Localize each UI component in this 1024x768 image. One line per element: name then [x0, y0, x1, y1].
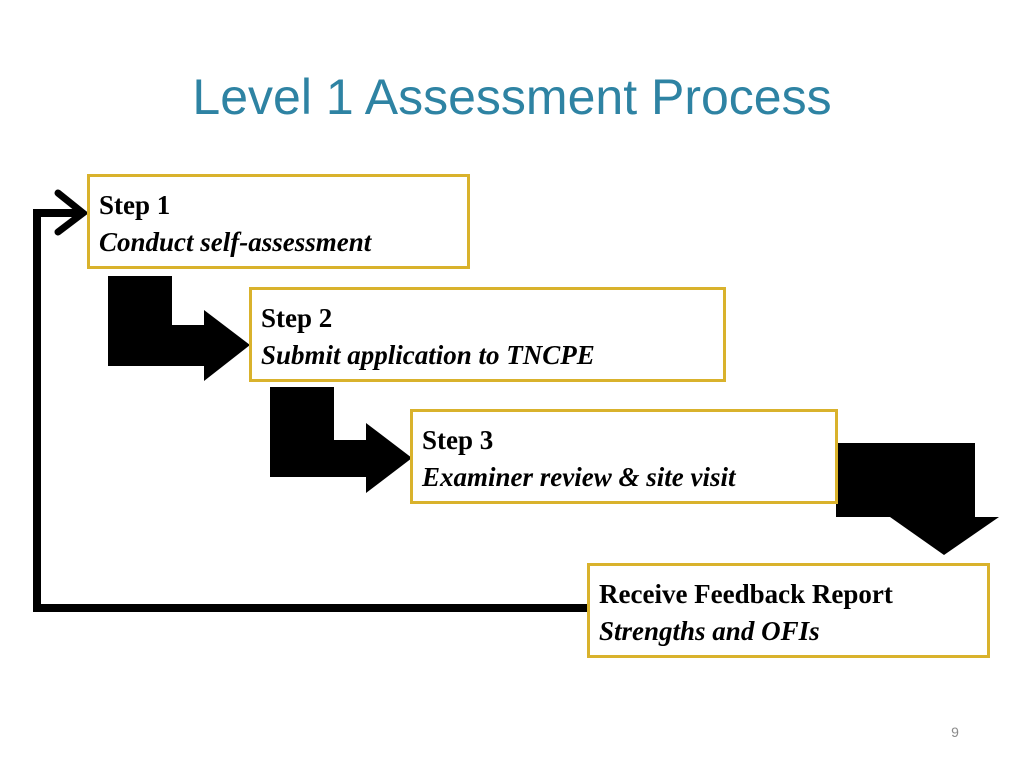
feedback-report-box: Receive Feedback Report Strengths and OF…	[587, 563, 990, 658]
step-3-title: Step 3	[422, 425, 494, 455]
step-2-description: Submit application to TNCPE	[261, 340, 595, 370]
page-number: 9	[951, 724, 959, 740]
step-1-title: Step 1	[99, 190, 171, 220]
step-3-description: Examiner review & site visit	[422, 462, 736, 492]
down-arrow-step3-to-feedback	[836, 443, 999, 555]
step-1-box: Step 1 Conduct self-assessment	[87, 174, 470, 269]
slide-title: Level 1 Assessment Process	[192, 69, 832, 125]
step-3-box: Step 3 Examiner review & site visit	[410, 409, 838, 504]
feedback-loop-line	[33, 209, 590, 612]
feedback-report-title: Receive Feedback Report	[599, 579, 893, 609]
feedback-report-description: Strengths and OFIs	[599, 616, 820, 646]
feedback-loop-arrowhead	[54, 189, 89, 236]
step-2-title: Step 2	[261, 303, 333, 333]
bent-arrow-step1-to-step2	[108, 276, 250, 381]
bent-arrow-step2-to-step3	[270, 387, 412, 493]
step-2-box: Step 2 Submit application to TNCPE	[249, 287, 726, 382]
step-1-description: Conduct self-assessment	[99, 227, 372, 257]
